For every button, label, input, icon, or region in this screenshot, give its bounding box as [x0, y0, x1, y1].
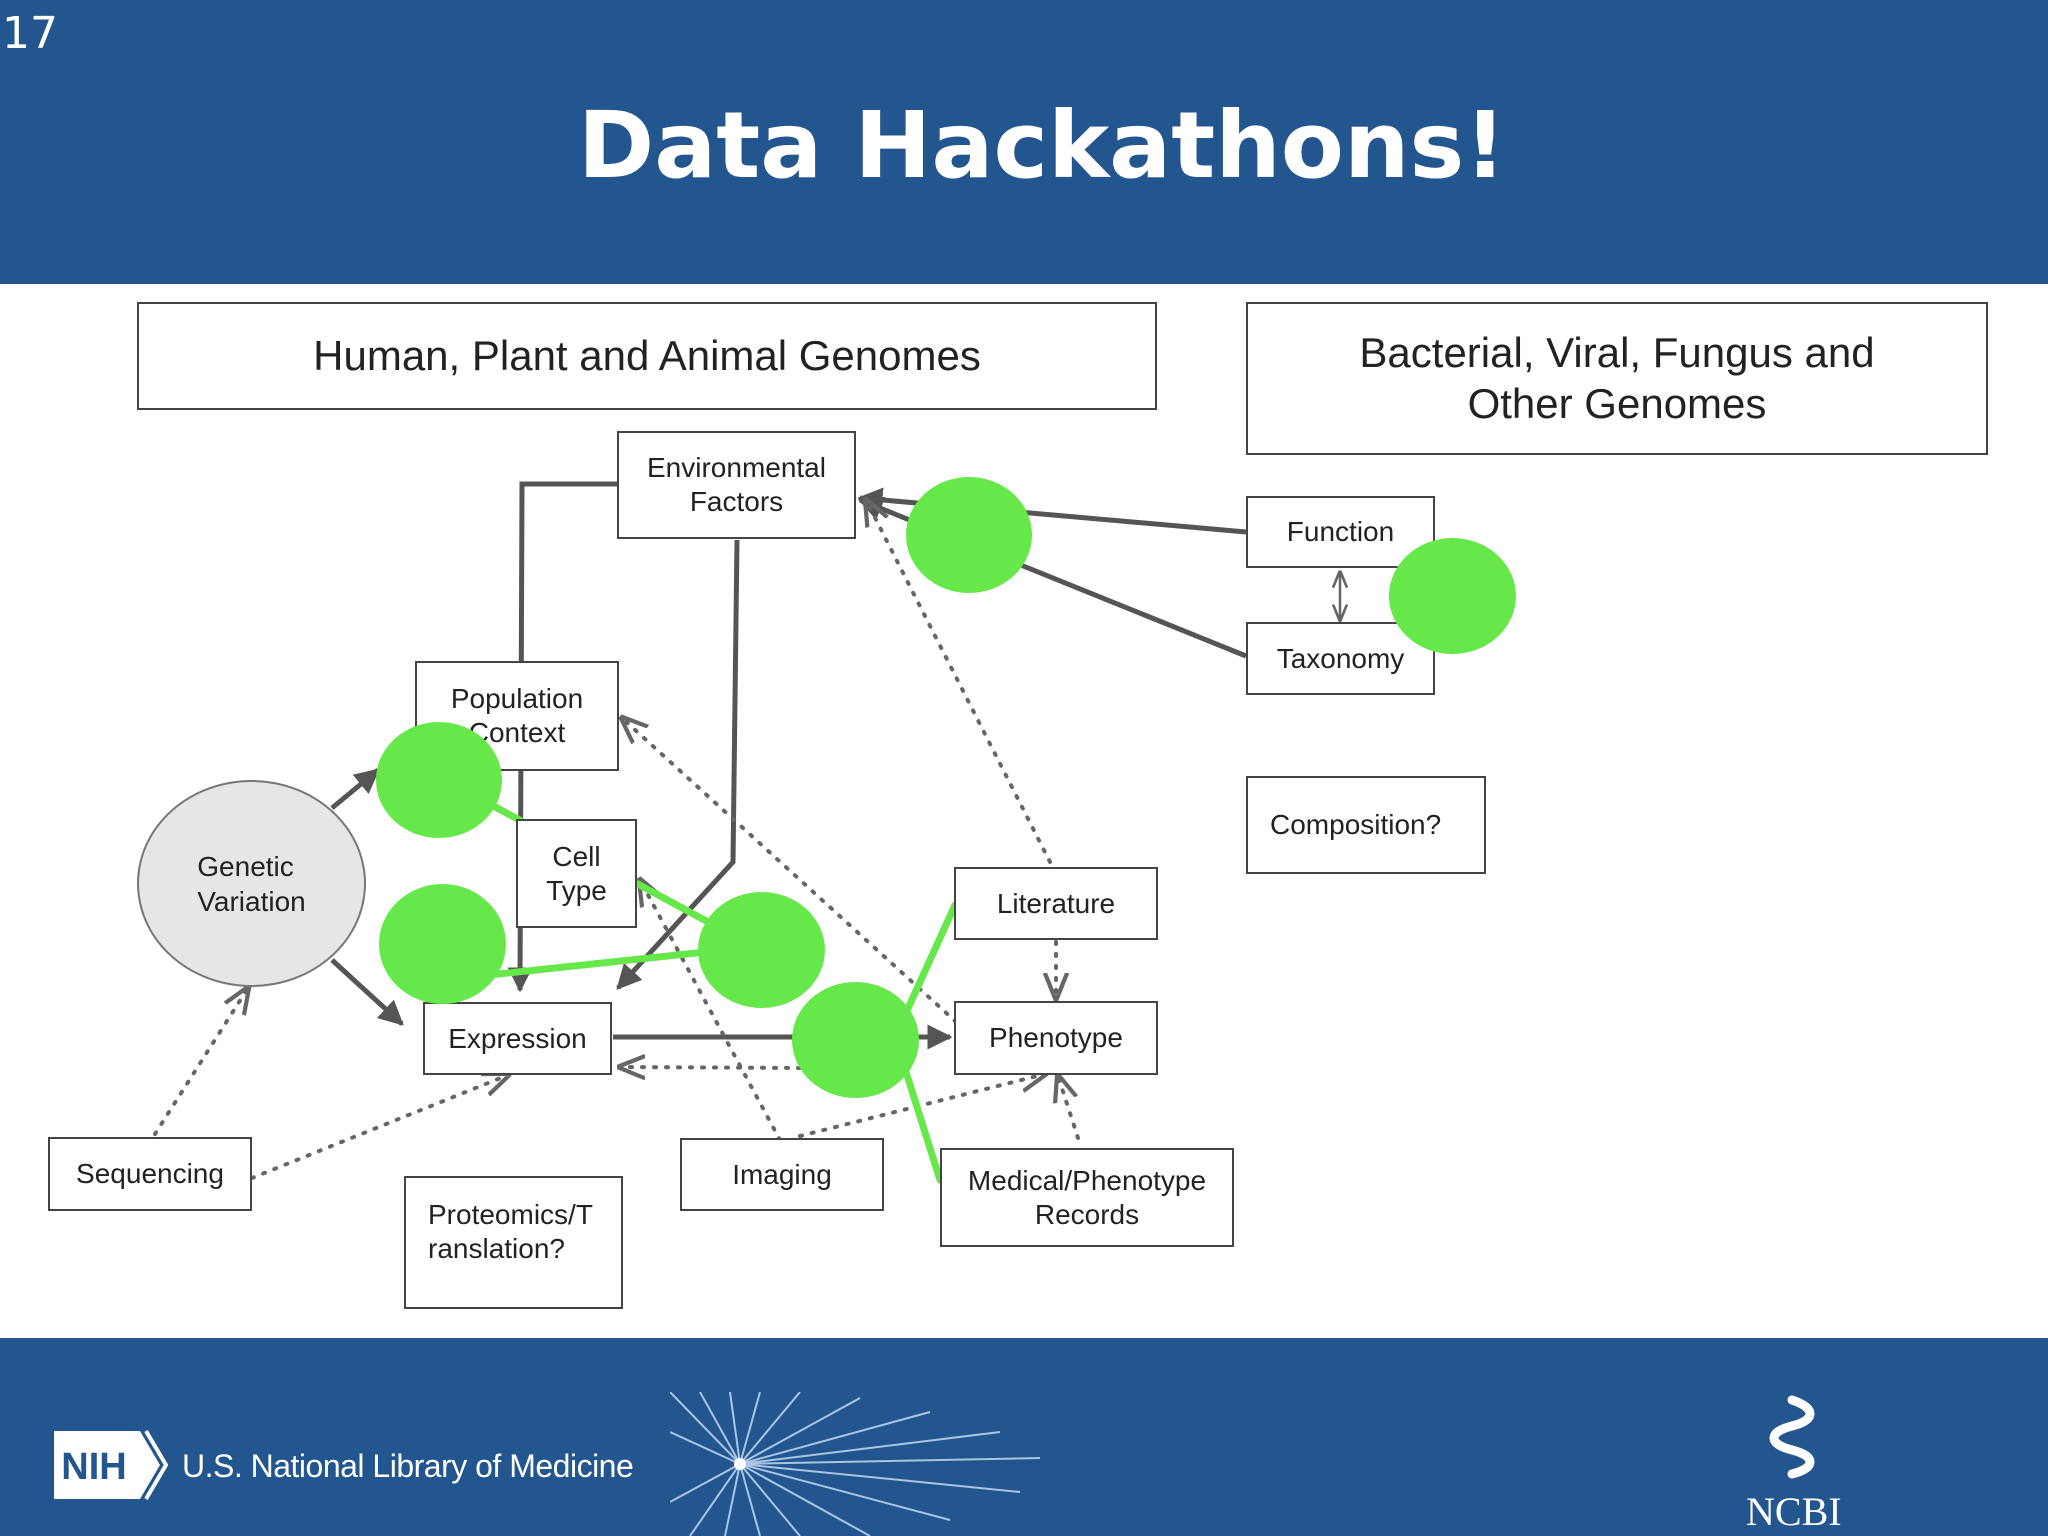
- slide-title: Data Hackathons!: [577, 92, 1507, 199]
- edge-genvar-expression: [330, 958, 404, 1026]
- node-proteomics: Proteomics/T ranslation?: [404, 1176, 623, 1309]
- slide-number: 17: [2, 8, 58, 59]
- starburst-graphic: [670, 1392, 1040, 1536]
- highlight-circle-environmental: [906, 477, 1032, 593]
- nlm-label: U.S. National Library of Medicine: [182, 1448, 634, 1484]
- node-expression: Expression: [423, 1002, 612, 1075]
- node-literature: Literature: [954, 867, 1158, 940]
- slide-header: 17 Data Hackathons!: [0, 0, 2048, 284]
- nih-logo: NIH: [54, 1429, 168, 1501]
- node-medical-records: Medical/Phenotype Records: [940, 1148, 1234, 1247]
- highlight-circle-celltype: [698, 892, 825, 1008]
- node-composition: Composition?: [1246, 776, 1486, 874]
- edge-medical-phenotype: [1058, 1076, 1080, 1140]
- edge-genvar-population: [330, 768, 380, 810]
- nih-logo-text: NIH: [61, 1446, 126, 1488]
- edge-literature-envfactors: [866, 500, 1052, 864]
- node-sequencing: Sequencing: [48, 1137, 252, 1211]
- highlight-circle-population: [376, 722, 502, 838]
- node-population-context: Population Context: [415, 661, 619, 771]
- highlight-circle-phenotype: [792, 982, 919, 1098]
- highlight-circle-taxonomy: [1389, 538, 1516, 654]
- node-taxonomy: Taxonomy: [1246, 622, 1435, 695]
- ncbi-helix-icon: [1769, 1395, 1815, 1479]
- node-imaging: Imaging: [680, 1138, 884, 1211]
- node-environmental-factors: Environmental Factors: [617, 431, 856, 539]
- node-cell-type: Cell Type: [516, 819, 637, 928]
- node-genetic-variation: Genetic Variation: [137, 780, 366, 987]
- highlight-circle-expression: [379, 884, 506, 1004]
- group-header-microbial: Bacterial, Viral, Fungus and Other Genom…: [1246, 302, 1988, 455]
- edge-imaging-expression: [620, 1067, 802, 1068]
- edge-sequencing-expression: [250, 1075, 508, 1180]
- dotted-arrows: [153, 500, 1080, 1180]
- edge-sequencing-genvar: [153, 988, 248, 1136]
- edge-envfactors-expression-right: [616, 539, 740, 990]
- node-phenotype: Phenotype: [954, 1001, 1158, 1075]
- ncbi-label: NCBI: [1746, 1489, 1842, 1534]
- slide-footer: [0, 1338, 2048, 1536]
- node-function: Function: [1246, 496, 1435, 568]
- edge-imaging-celltype: [640, 880, 782, 1142]
- group-header-eukaryotic: Human, Plant and Animal Genomes: [137, 302, 1157, 410]
- edge-phenotype-population: [622, 718, 967, 1032]
